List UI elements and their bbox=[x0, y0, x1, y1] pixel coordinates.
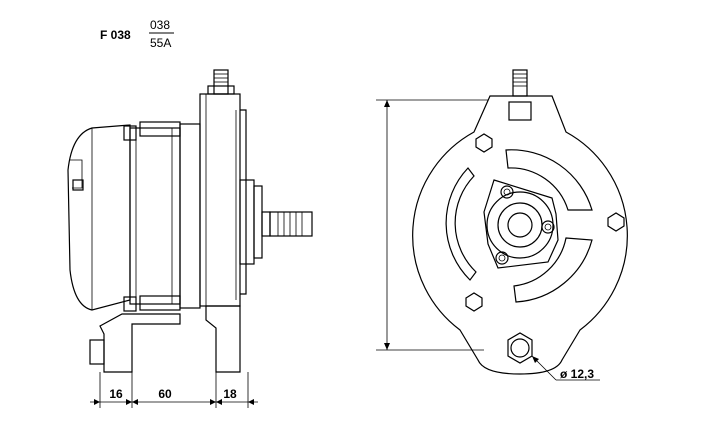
model-code: F 038 bbox=[100, 28, 131, 42]
hub-bolt-2 bbox=[544, 223, 552, 231]
hex-nut-bottom-left bbox=[465, 292, 483, 312]
rear-cover bbox=[67, 124, 131, 311]
rear-mounting-foot bbox=[99, 313, 181, 373]
shaft-bore bbox=[507, 212, 533, 238]
hex-nut-right bbox=[607, 212, 625, 232]
hub-bolt-1 bbox=[503, 188, 511, 196]
front-terminal-stud bbox=[512, 69, 528, 97]
dim-60: 60 bbox=[158, 387, 172, 401]
hub-bolt-3 bbox=[498, 254, 506, 262]
hub-plate bbox=[483, 179, 559, 269]
front-dimensions: ø 12,3 bbox=[376, 99, 600, 381]
vent-slot-left bbox=[445, 167, 477, 281]
mounting-hole bbox=[510, 338, 530, 358]
hex-nut-left bbox=[475, 133, 493, 153]
model-fraction-top: 038 bbox=[150, 18, 170, 32]
front-outline bbox=[412, 95, 628, 375]
dim-18: 18 bbox=[223, 387, 237, 401]
fan-pulley bbox=[239, 179, 255, 265]
shaft bbox=[269, 211, 313, 237]
vent-slot-bottom-right bbox=[513, 237, 593, 303]
hole-diameter-label: ø 12,3 bbox=[560, 367, 594, 381]
terminal-block bbox=[508, 101, 532, 121]
front-housing-ring bbox=[179, 123, 201, 309]
front-mounting-foot bbox=[205, 305, 241, 373]
vent-slot-top-right bbox=[505, 149, 593, 211]
side-dimensions: 16 60 18 bbox=[90, 372, 258, 408]
bearing-ring bbox=[497, 202, 543, 248]
side-view bbox=[67, 69, 313, 373]
model-fraction-bottom: 55A bbox=[150, 36, 171, 50]
front-view bbox=[412, 69, 628, 375]
dim-16: 16 bbox=[109, 387, 123, 401]
stator-body bbox=[129, 127, 181, 305]
